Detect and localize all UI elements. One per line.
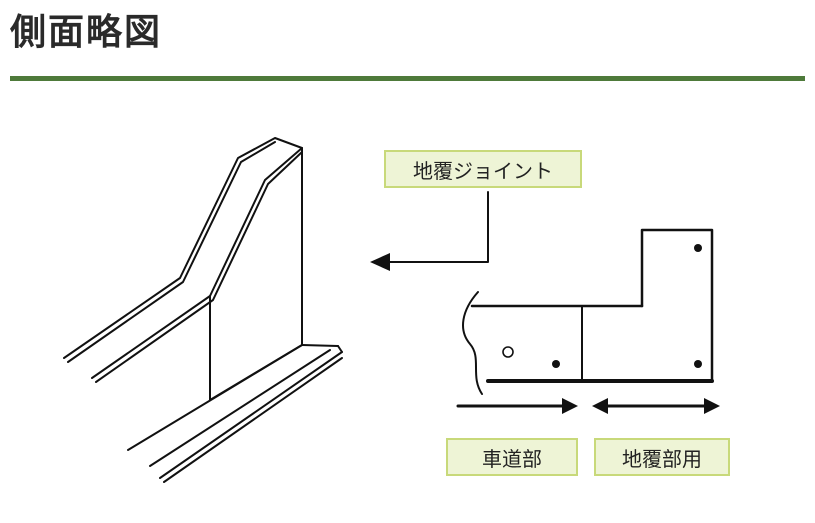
roadway-range-arrowhead (562, 398, 578, 414)
section-detail (462, 228, 714, 395)
curb-inner-edge (91, 147, 303, 379)
joint-arrowhead (370, 253, 390, 271)
perspective-curb (63, 137, 343, 483)
section-bolt-3 (694, 360, 702, 368)
section-bolt-1 (552, 360, 560, 368)
section-break-line (462, 291, 483, 395)
roadway-label: 車道部 (446, 438, 578, 476)
curb-range-arrowhead-right (704, 398, 720, 414)
page-title: 側面略図 (10, 12, 163, 53)
gutter-front-double (163, 357, 343, 483)
title-rule (10, 76, 805, 81)
gutter-mid (149, 349, 331, 467)
gutter-end (337, 345, 343, 353)
section-open-hole (502, 346, 514, 358)
curb-use-label: 地覆部用 (594, 438, 730, 476)
curb-range-arrowhead-left (592, 398, 608, 414)
joint-leader-line (385, 191, 489, 263)
section-bolt-2 (694, 244, 702, 252)
curb-outer-edge (63, 137, 303, 359)
gutter-back (301, 344, 339, 347)
curb-inner-edge-double (95, 151, 303, 383)
joint-label: 地覆ジョイント (384, 150, 582, 188)
section-upright (640, 228, 714, 382)
base-lower-line (127, 344, 303, 451)
gutter-front (159, 351, 343, 479)
curb-outer-edge-double (67, 141, 276, 363)
